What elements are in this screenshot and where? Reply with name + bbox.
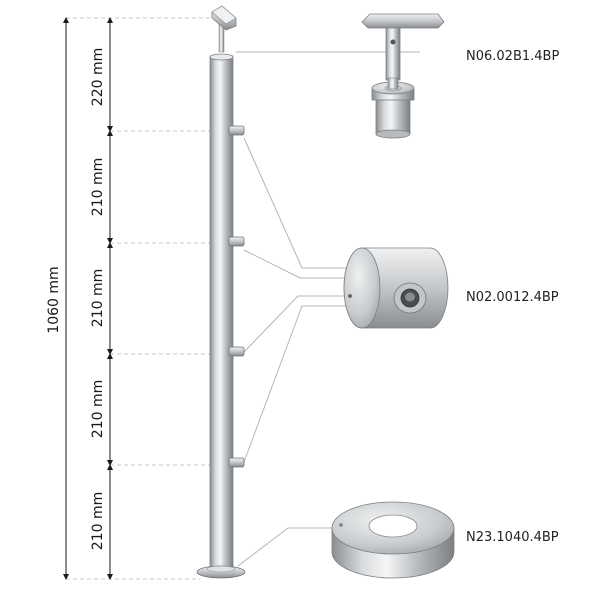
leader-bracket-3 [243,295,350,353]
post-brackets [228,125,245,468]
segment-label-3: 210 mm [90,269,106,327]
base-cover-icon [331,501,455,579]
post-base [196,565,246,579]
total-height-label: 1060 mm [46,266,62,333]
segment-label-4: 210 mm [90,380,106,438]
leader-bracket-1 [243,137,350,269]
total-dimension: 1060 mm [46,17,69,580]
segment-label-2: 210 mm [90,158,106,216]
segment-labels: 220 mm 210 mm 210 mm 210 mm 210 mm [90,48,106,550]
post-bracket-2 [228,236,245,247]
segment-label-1: 220 mm [90,48,106,106]
base-cover-code: N23.1040.4BP [466,530,559,545]
leader-base-cover [237,527,338,567]
handrail-support-icon [361,13,445,139]
segment-label-5: 210 mm [90,492,106,550]
post-bracket-1 [228,125,245,136]
post-top-saddle [211,5,237,53]
cross-bar-holder-icon [343,247,449,329]
cross-bar-holder-code: N02.0012.4BP [466,290,559,305]
handrail-support-code: N06.02B1.4BP [466,49,559,64]
post-bracket-4 [228,457,245,468]
leader-bracket-2 [243,249,350,279]
post-bracket-3 [228,346,245,357]
leader-bracket-4 [243,305,350,463]
leader-lines [236,51,420,567]
railing-post [196,5,246,579]
